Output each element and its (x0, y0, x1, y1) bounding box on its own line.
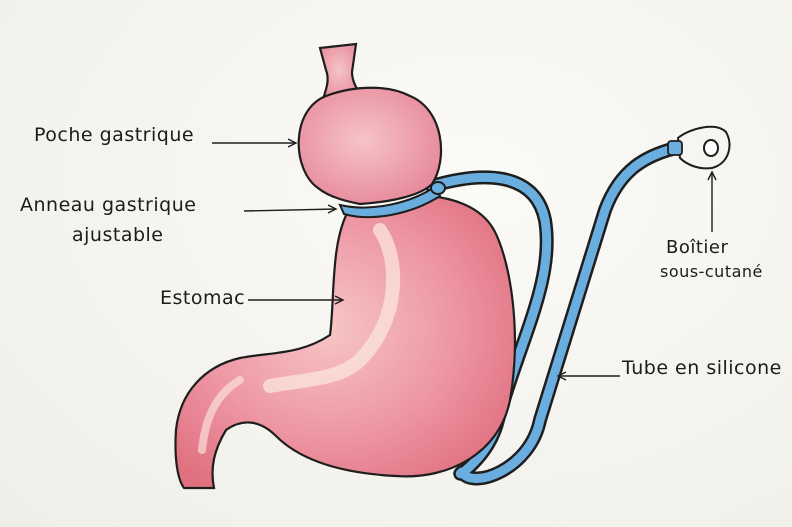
label-ajustable: ajustable (72, 224, 163, 246)
port-septum (704, 140, 718, 156)
label-tube-silicone: Tube en silicone (622, 357, 782, 379)
label-sous-cutane: sous-cutané (660, 262, 763, 281)
stomach (175, 196, 514, 488)
gastric-pouch (299, 88, 441, 204)
band-connector (431, 182, 445, 194)
label-poche-gastrique: Poche gastrique (34, 124, 194, 146)
label-boitier: Boîtier (666, 237, 728, 258)
label-estomac: Estomac (160, 287, 245, 309)
port-neck (668, 141, 682, 155)
label-anneau-gastrique: Anneau gastrique (20, 194, 196, 216)
arrow-anneau (244, 209, 336, 211)
